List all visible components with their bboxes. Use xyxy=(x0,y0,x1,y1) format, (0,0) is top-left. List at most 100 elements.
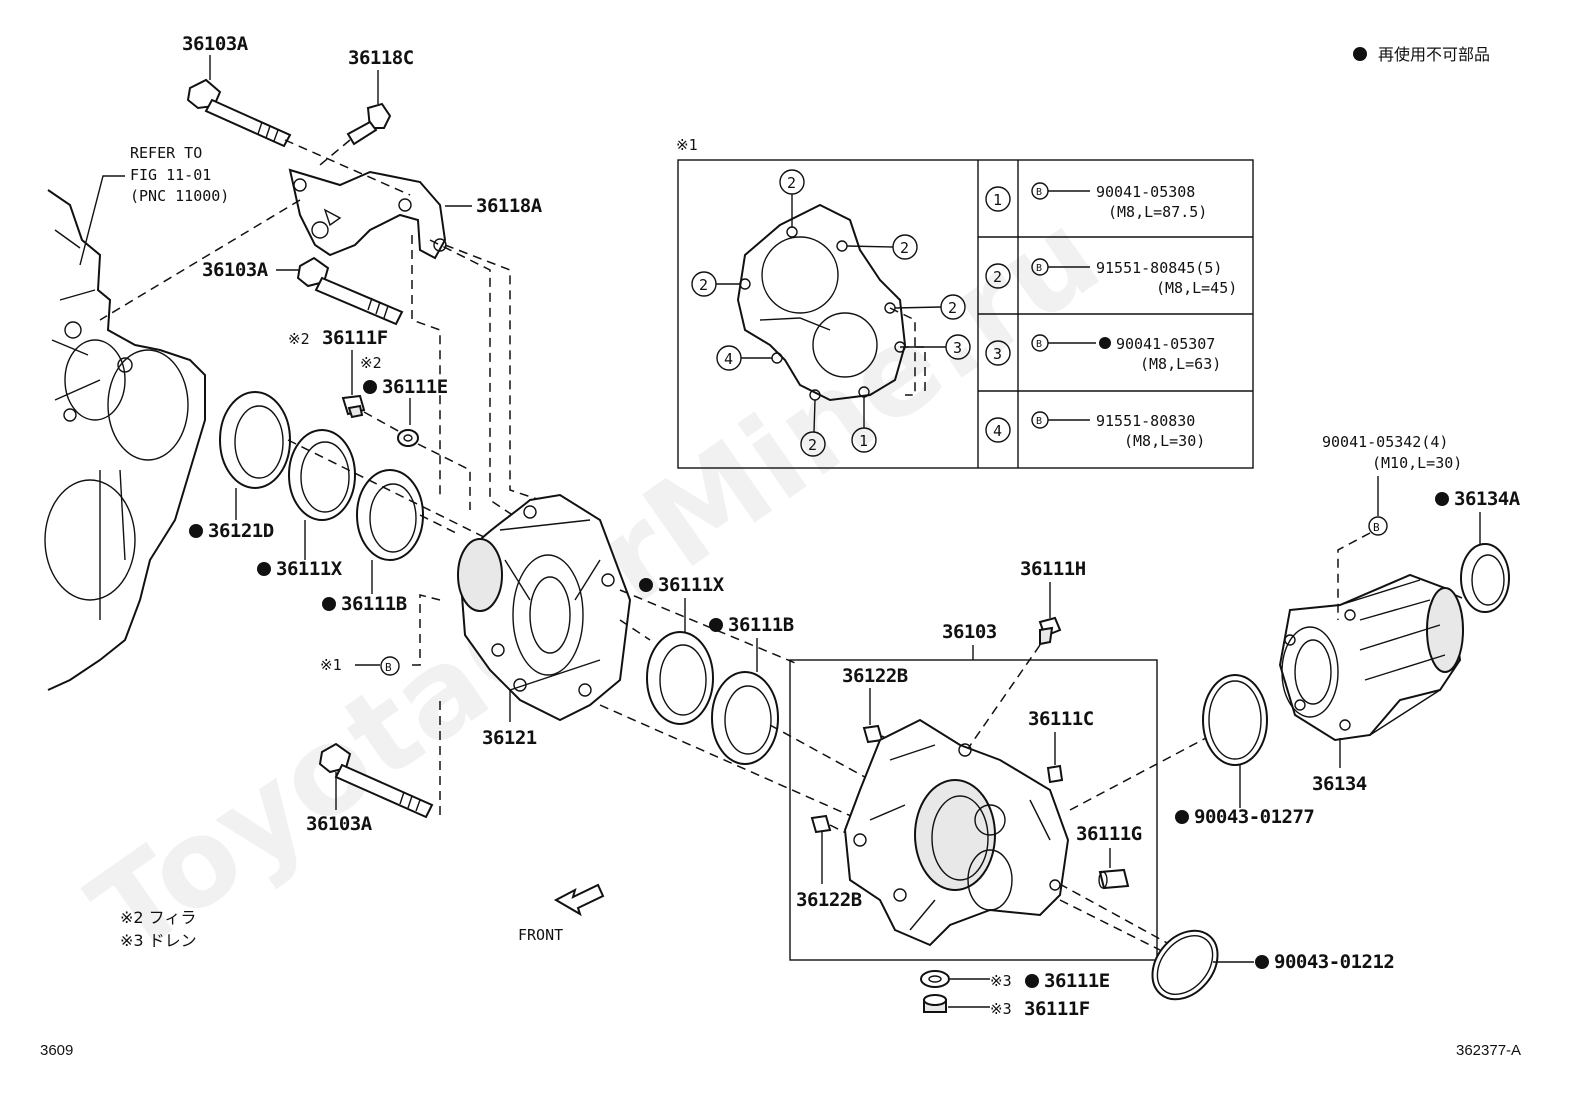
nonreuse-dot-36111B-mid xyxy=(709,618,723,632)
bolt-36103A-bot xyxy=(318,742,434,819)
transfer-case-36103 xyxy=(843,718,1070,947)
label-36134A: 36134A xyxy=(1454,488,1521,510)
bolt-b-text-left: B xyxy=(385,661,392,674)
label-36111X-mid: 36111X xyxy=(658,574,725,596)
callout-num-6: 4 xyxy=(724,350,733,368)
label-90041-05342: 90041-05342(4) xyxy=(1322,433,1448,451)
row2-num: 2 xyxy=(993,268,1002,286)
label-36103A-mid: 36103A xyxy=(202,259,269,281)
label-36103: 36103 xyxy=(942,621,997,643)
label-36111B-left: 36111B xyxy=(341,593,407,615)
seal-36111X-left xyxy=(288,429,356,521)
nonreuse-dot-36111E-top xyxy=(363,380,377,394)
note-filler: ※2 フィラ xyxy=(120,908,196,927)
callout-num-5: 3 xyxy=(953,339,962,357)
row1-b: B xyxy=(1036,187,1042,198)
label-36134: 36134 xyxy=(1312,773,1367,795)
washer-36111E-top xyxy=(397,429,419,447)
label-36122B-bot: 36122B xyxy=(796,889,862,911)
label-36111H: 36111H xyxy=(1020,558,1086,580)
callout-num-1: 2 xyxy=(787,174,796,192)
inset-title: ※1 xyxy=(676,136,698,154)
seal-36121D xyxy=(219,391,291,489)
row1-spec: (M8,L=87.5) xyxy=(1108,203,1207,221)
label-36111F-bot: 36111F xyxy=(1024,998,1090,1020)
mark-star1-ref: ※1 xyxy=(320,656,342,674)
mark-star2-a: ※2 xyxy=(288,330,310,348)
row3-part: 90041-05307 xyxy=(1116,335,1215,353)
row1-part: 90041-05308 xyxy=(1096,183,1195,201)
seal-36111B-mid xyxy=(711,671,779,765)
plug-36111F-bot xyxy=(923,994,947,1013)
engine-block-outline xyxy=(44,189,206,691)
inset-row-3: 3 B 90041-05307 (M8,L=63) xyxy=(985,334,1221,373)
callout-num-2: 2 xyxy=(900,239,909,257)
label-36111B-mid: 36111B xyxy=(728,614,794,636)
nonreuse-dot-36111B-left xyxy=(322,597,336,611)
label-36118C: 36118C xyxy=(348,47,414,69)
row2-b: B xyxy=(1036,263,1042,274)
label-36103A-top: 36103A xyxy=(182,33,249,55)
oring-90043-01277 xyxy=(1202,674,1268,766)
row3-nonreuse-dot xyxy=(1099,337,1111,349)
seal-36111B-left xyxy=(356,469,424,561)
seal-36111X-mid xyxy=(646,631,714,725)
label-36121D: 36121D xyxy=(208,520,274,542)
front-arrow-icon xyxy=(553,883,605,917)
oring-90043-01212 xyxy=(1151,929,1219,1001)
label-36111C: 36111C xyxy=(1028,708,1094,730)
mark-star2-b: ※2 xyxy=(360,354,382,372)
bolt-36103A-mid xyxy=(296,256,404,326)
plug-36111C xyxy=(1046,764,1064,784)
nonreuse-dot-90043-01277 xyxy=(1175,810,1189,824)
label-36122B-top: 36122B xyxy=(842,665,908,687)
inset-row-4: 4 B 91551-80830 (M8,L=30) xyxy=(985,411,1205,450)
row1-num: 1 xyxy=(993,191,1002,209)
label-36111X-left: 36111X xyxy=(276,558,343,580)
row3-num: 3 xyxy=(993,345,1002,363)
callout-num-7: 2 xyxy=(808,436,817,454)
housing-36121 xyxy=(457,493,632,722)
label-36103A-bot: 36103A xyxy=(306,813,373,835)
nonreuse-dot-36111E-bot xyxy=(1025,974,1039,988)
bolt-36103A-top xyxy=(186,78,292,148)
callout-num-4: 2 xyxy=(948,299,957,317)
sleeve-36111G xyxy=(1098,868,1130,890)
nonreuse-dot-36111X-left xyxy=(257,562,271,576)
footer-left: 3609 xyxy=(40,1042,73,1059)
bolt-b-mark-right xyxy=(1368,516,1388,536)
label-90043-01277: 90043-01277 xyxy=(1194,806,1314,828)
row4-num: 4 xyxy=(993,422,1002,440)
inset-gasket-outline xyxy=(736,203,926,402)
row2-part: 91551-80845(5) xyxy=(1096,259,1222,277)
inset-row-1: 1 B 90041-05308 (M8,L=87.5) xyxy=(985,182,1207,221)
row4-spec: (M8,L=30) xyxy=(1124,432,1205,450)
nonreuse-dot-36111X-mid xyxy=(639,578,653,592)
mark-star3-b: ※3 xyxy=(990,1000,1012,1018)
callout-num-3: 2 xyxy=(699,276,708,294)
note-drain: ※3 ドレン xyxy=(120,931,197,950)
label-90043-01212: 90043-01212 xyxy=(1274,951,1394,973)
nonreuse-dot-36134A xyxy=(1435,492,1449,506)
label-36111E-top: 36111E xyxy=(382,376,448,398)
footer-right: 362377-A xyxy=(1456,1042,1521,1059)
front-label: FRONT xyxy=(518,926,563,944)
bolt-36118C xyxy=(346,102,392,146)
legend-dot xyxy=(1353,47,1367,61)
nonreuse-dot-90043-01212 xyxy=(1255,955,1269,969)
bolt-b-text-right: B xyxy=(1373,521,1380,534)
refer-line3: (PNC 11000) xyxy=(130,187,229,205)
label-36118A: 36118A xyxy=(476,195,543,217)
bracket-36118A xyxy=(288,168,447,260)
legend-text: 再使用不可部品 xyxy=(1378,45,1490,64)
row4-b: B xyxy=(1036,416,1042,427)
seal-36134A xyxy=(1460,543,1510,613)
bolt-b-mark-left xyxy=(380,656,400,676)
plug-36111F-top xyxy=(341,394,366,419)
nonreuse-dot-36121D xyxy=(189,524,203,538)
row4-part: 91551-80830 xyxy=(1096,412,1195,430)
label-36111F-top: 36111F xyxy=(322,327,388,349)
washer-36111E-bot xyxy=(920,970,950,988)
